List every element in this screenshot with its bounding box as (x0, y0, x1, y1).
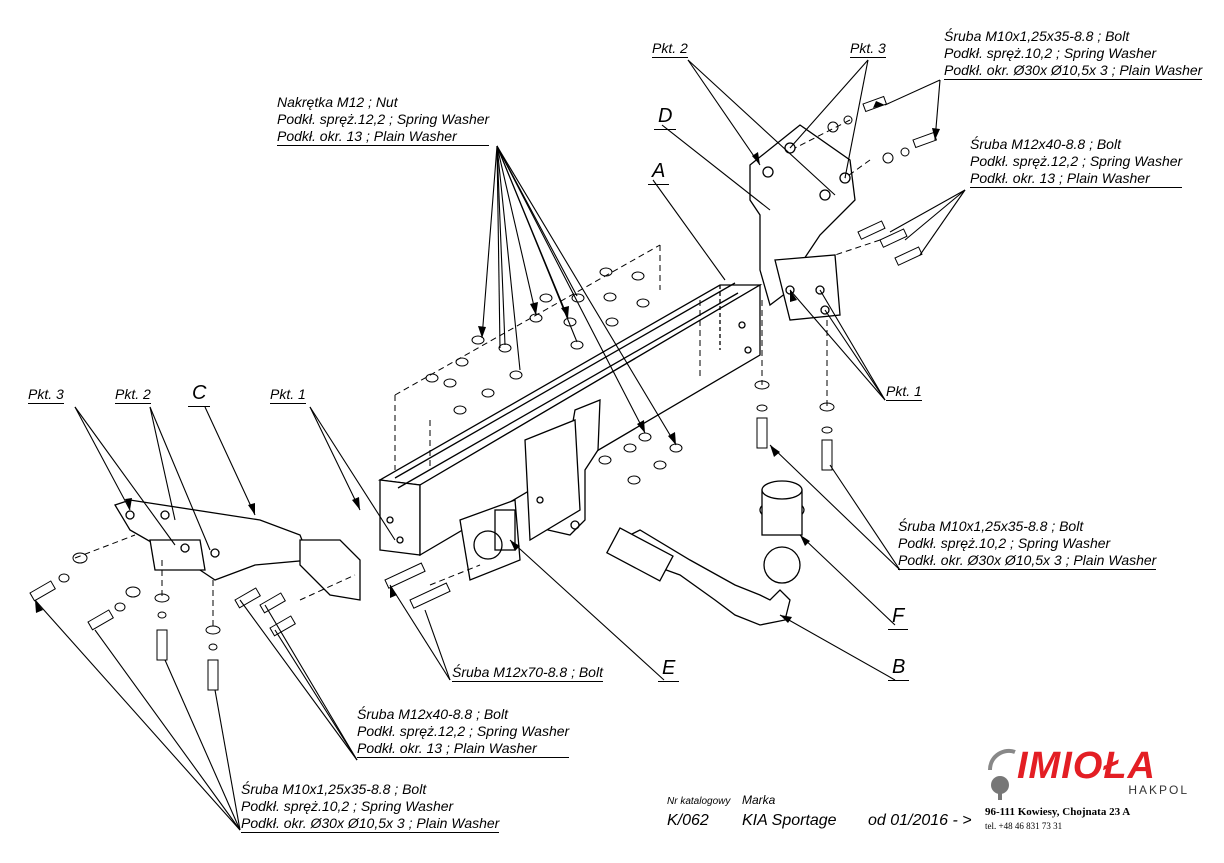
logo-icon (988, 749, 1016, 800)
part-letter-c: C (188, 382, 211, 407)
part-letter-b: B (888, 656, 910, 681)
point-label: Pkt. 1 (886, 383, 922, 401)
nut-label-line: Podkł. okr. 13 ; Plain Washer (277, 128, 490, 146)
part-letter-a: A (648, 160, 670, 185)
bolt-label-line: Podkł. okr. 13 ; Plain Washer (970, 170, 1183, 188)
bolt-label-line: Śruba M12x40-8.8 ; Bolt (357, 706, 508, 722)
valid-from: od 01/2016 - > (868, 812, 972, 829)
bolt-label-line: Podkł. spręż.12,2 ; Spring Washer (357, 723, 570, 739)
bolt-label-line: Podkł. spręż.12,2 ; Spring Washer (970, 153, 1183, 169)
socket-plate (459, 499, 521, 581)
leader-lines (34, 59, 966, 831)
hidden-lines (74, 119, 881, 630)
bolt-m12-bottom-label-block: Śruba M12x40-8.8 ; Bolt Podkł. spręż.12,… (357, 706, 570, 758)
bolt-label-line: Śruba M12x40-8.8 ; Bolt (970, 136, 1121, 152)
company-logo: IMIOŁA HAKPOL (985, 745, 1195, 805)
company-phone: tel. +48 46 831 73 31 (985, 821, 1063, 831)
point-label: Pkt. 1 (270, 386, 306, 404)
point-label: Pkt. 3 (850, 40, 886, 58)
bolt-label-line: Podkł. spręż.10,2 ; Spring Washer (241, 798, 454, 814)
nut-label-block: Nakrętka M12 ; Nut Podkł. spręż.12,2 ; S… (277, 94, 490, 146)
bolt-label-line: Podkł. okr. Ø30x Ø10,5x 3 ; Plain Washer (898, 552, 1157, 570)
bolt-label-line: Śruba M10x1,25x35-8.8 ; Bolt (944, 28, 1130, 44)
right-bracket (749, 124, 856, 321)
bolt-m10-right-label-block: Śruba M10x1,25x35-8.8 ; Bolt Podkł. sprę… (898, 518, 1157, 570)
catalog-caption: Nr katalogowy (667, 796, 731, 807)
part-letter-d: D (654, 105, 677, 130)
bolt-label-line: Podkł. spręż.10,2 ; Spring Washer (944, 45, 1157, 61)
leader-arrowheads (35, 101, 940, 623)
bolt-label-line: Śruba M10x1,25x35-8.8 ; Bolt (898, 518, 1084, 534)
bolt-label-line: Podkł. spręż.10,2 ; Spring Washer (898, 535, 1111, 551)
point-label: Pkt. 3 (28, 386, 64, 404)
center-hanger (524, 399, 601, 542)
point-label: Pkt. 2 (652, 40, 688, 58)
bolt-m10-bottom-label-block: Śruba M10x1,25x35-8.8 ; Bolt Podkł. sprę… (241, 781, 500, 833)
bolt-label-line: Podkł. okr. Ø30x Ø10,5x 3 ; Plain Washer (241, 815, 500, 833)
catalog-number: K/062 (667, 812, 709, 829)
bolt-label-line: Śruba M10x1,25x35-8.8 ; Bolt (241, 781, 427, 797)
left-bracket (114, 499, 361, 601)
bolt-label-line: Śruba M12x70-8.8 ; Bolt (452, 664, 603, 682)
part-letter-f: F (888, 605, 909, 630)
bolt-m12-top-label-block: Śruba M12x40-8.8 ; Bolt Podkł. spręż.12,… (970, 136, 1183, 188)
nut-label-line: Podkł. spręż.12,2 ; Spring Washer (277, 111, 490, 127)
company-address: 96-111 Kowiesy, Chojnata 23 A (985, 806, 1131, 818)
bolt-m12x70-label: Śruba M12x70-8.8 ; Bolt (452, 664, 603, 682)
bolt-label-line: Podkł. okr. 13 ; Plain Washer (357, 740, 570, 758)
point-label: Pkt. 2 (115, 386, 151, 404)
tow-ball (759, 480, 805, 584)
bolt-label-line: Podkł. okr. Ø30x Ø10,5x 3 ; Plain Washer (944, 62, 1203, 80)
ball-arm (605, 527, 791, 626)
bolt-m10-top-label-block: Śruba M10x1,25x35-8.8 ; Bolt Podkł. sprę… (944, 28, 1203, 80)
brand-value: KIA Sportage (742, 812, 837, 829)
brand-caption: Marka (742, 793, 776, 807)
nut-label-line: Nakrętka M12 ; Nut (277, 94, 398, 110)
part-letter-e: E (658, 657, 680, 682)
logo-name: IMIOŁA (1017, 745, 1156, 787)
logo-sub: HAKPOL (1128, 783, 1189, 797)
